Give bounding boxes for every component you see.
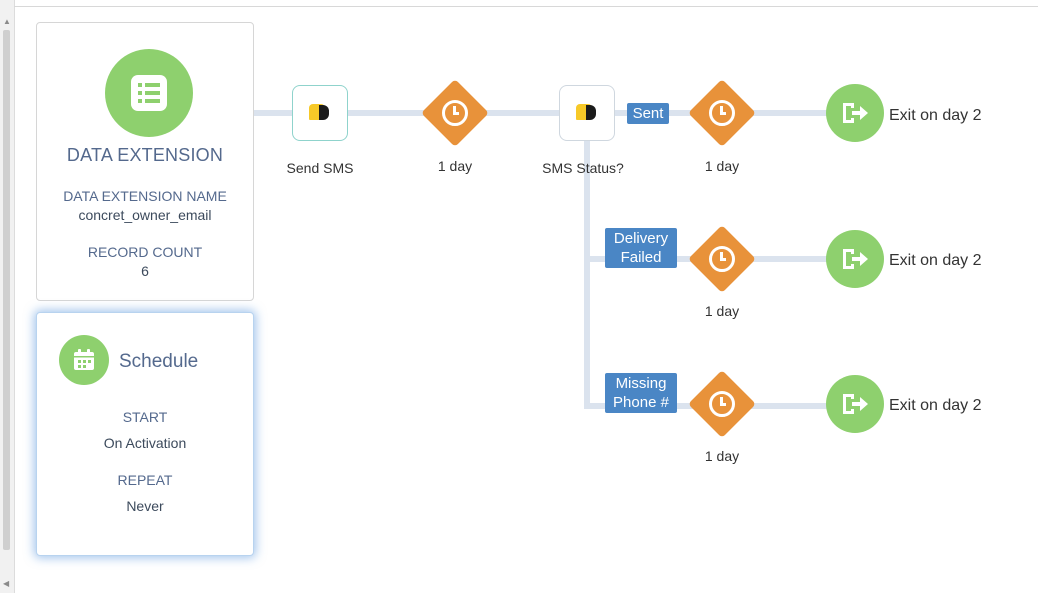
exit-label: Exit on day 2 — [889, 252, 982, 269]
exit-node[interactable] — [826, 230, 884, 288]
exit-icon — [843, 249, 868, 269]
scroll-left-icon[interactable]: ◀ — [3, 579, 10, 588]
vertical-scrollbar[interactable]: ▲ ◀ — [0, 0, 15, 593]
record-count-value: 6 — [141, 263, 149, 279]
exit-icon — [843, 103, 868, 123]
sms-status-decision[interactable] — [559, 85, 615, 141]
start-value: On Activation — [103, 435, 187, 451]
scrollbar-thumb[interactable] — [3, 30, 10, 550]
decision-label: SMS Status? — [542, 160, 624, 176]
schedule-title: Schedule — [119, 351, 199, 372]
clock-icon — [709, 100, 735, 126]
clock-icon — [709, 391, 735, 417]
calendar-icon — [59, 335, 109, 385]
record-count-label: RECORD COUNT — [87, 244, 203, 260]
entry-source-card[interactable]: DATA EXTENSION DATA EXTENSION NAME concr… — [36, 22, 254, 301]
sms-icon — [309, 104, 331, 122]
clock-icon — [709, 246, 735, 272]
schedule-card[interactable]: Schedule START On Activation REPEAT Neve… — [36, 312, 254, 556]
list-icon — [105, 49, 193, 137]
branch-tag-missing-phone[interactable]: Missing Phone # — [605, 373, 677, 413]
wait-label: 1 day — [704, 158, 740, 174]
entry-title: DATA EXTENSION — [66, 145, 224, 165]
send-sms-label: Send SMS — [286, 160, 354, 176]
wait-label: 1 day — [437, 158, 473, 174]
sms-icon — [576, 104, 598, 122]
top-divider — [14, 6, 1038, 7]
branch-tag-sent[interactable]: Sent — [627, 103, 669, 124]
journey-canvas: DATA EXTENSION DATA EXTENSION NAME concr… — [14, 0, 1038, 593]
wait-label: 1 day — [704, 303, 740, 319]
exit-label: Exit on day 2 — [889, 397, 982, 414]
connector — [584, 141, 590, 409]
exit-icon — [843, 394, 868, 414]
repeat-value: Never — [126, 498, 164, 514]
connector — [252, 110, 292, 116]
de-name-label: DATA EXTENSION NAME — [63, 188, 227, 204]
exit-node[interactable] — [826, 84, 884, 142]
send-sms-activity[interactable] — [292, 85, 348, 141]
exit-label: Exit on day 2 — [889, 107, 982, 124]
scroll-up-icon[interactable]: ▲ — [3, 17, 11, 26]
start-label: START — [122, 409, 168, 425]
de-name-value: concret_owner_email — [78, 207, 212, 223]
wait-label: 1 day — [704, 448, 740, 464]
repeat-label: REPEAT — [117, 472, 173, 488]
branch-tag-delivery-failed[interactable]: Delivery Failed — [605, 228, 677, 268]
clock-icon — [442, 100, 468, 126]
exit-node[interactable] — [826, 375, 884, 433]
